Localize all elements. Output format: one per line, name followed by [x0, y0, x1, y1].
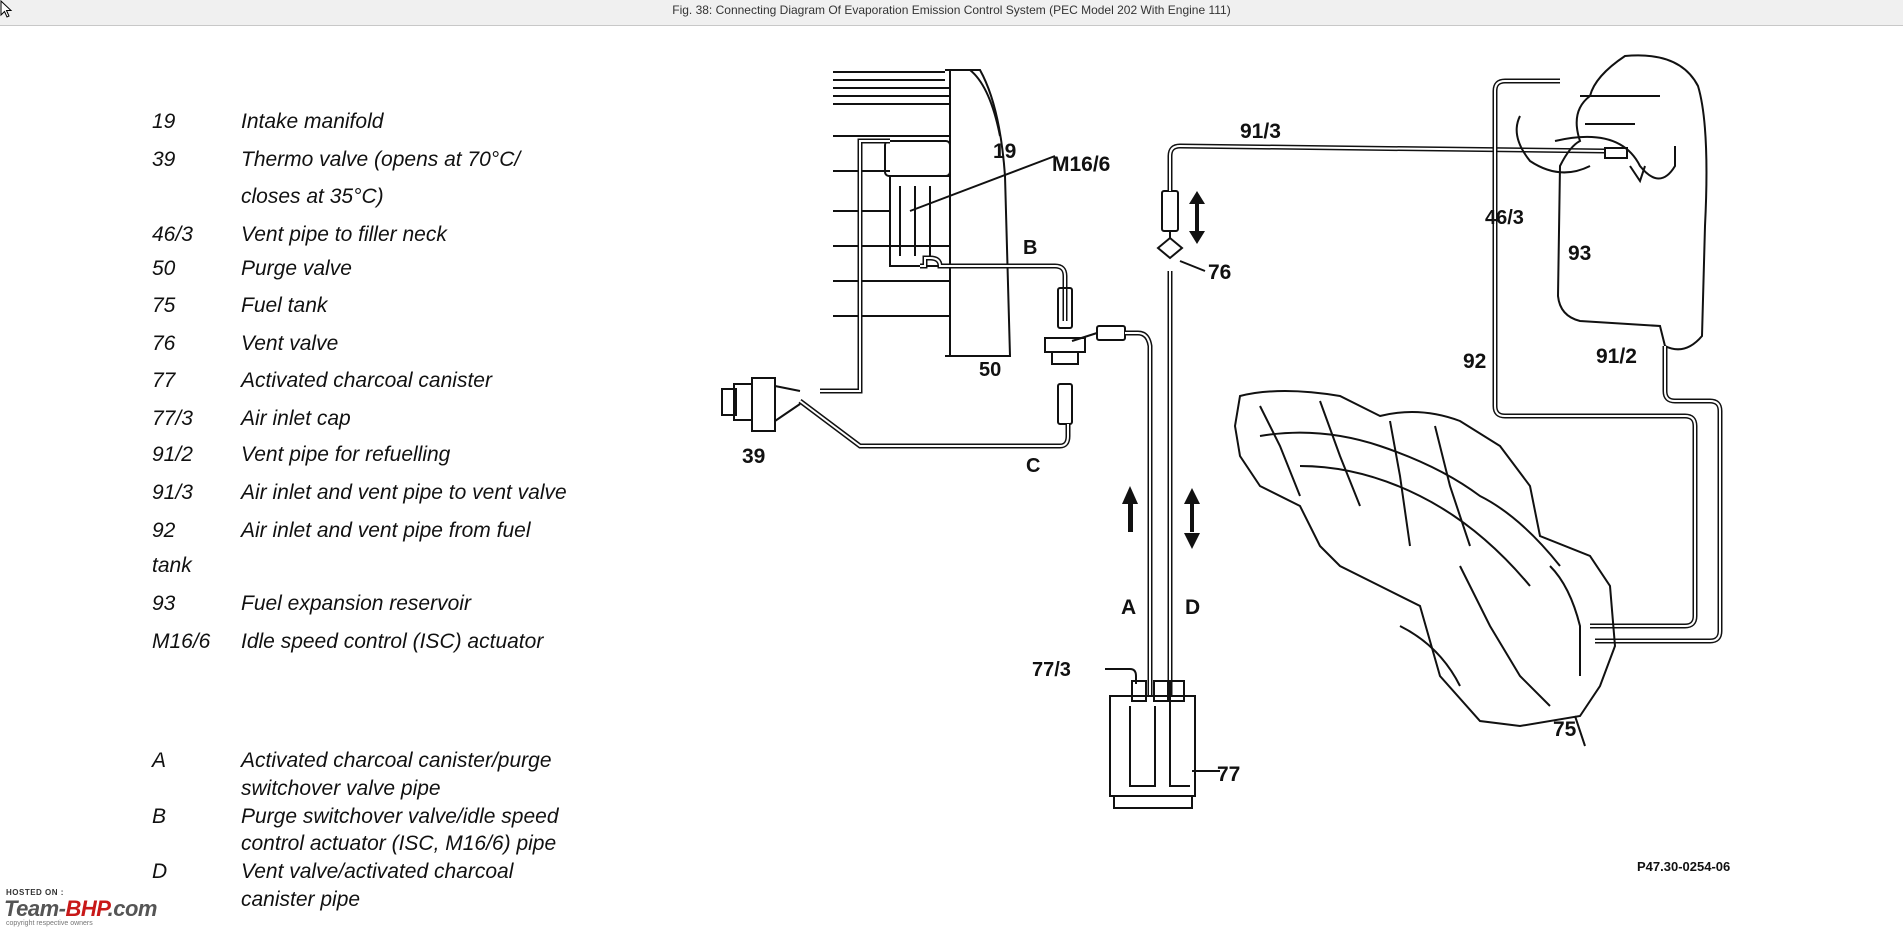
pipe-b: [920, 255, 1068, 321]
legend-desc: Air inlet and vent pipe to vent valve: [241, 481, 567, 504]
hosted-on-label: HOSTED ON :: [6, 888, 64, 897]
pipe-legend-code: B: [152, 805, 167, 828]
label-d: D: [1185, 596, 1200, 619]
label-93: 93: [1568, 242, 1591, 265]
legend-code: 77: [152, 369, 176, 392]
label-76: 76: [1208, 261, 1231, 284]
label-77-3: 77/3: [1032, 659, 1071, 681]
pipe-legend-desc-continued: switchover valve pipe: [241, 777, 441, 800]
legend-code: 76: [152, 332, 176, 355]
window-title: Fig. 38: Connecting Diagram Of Evaporati…: [672, 3, 1231, 17]
pipe-91-2: [1595, 346, 1723, 644]
pipe-legend-desc: Purge switchover valve/idle speed: [241, 805, 559, 828]
pipe-legend-code: A: [152, 749, 167, 772]
legend-code: 92: [152, 519, 176, 542]
label-50: 50: [979, 359, 1001, 381]
pipe-a-flow-arrow-icon: [1122, 486, 1138, 532]
copyright-notice: copyright respective owners: [6, 920, 93, 927]
brand-name: Team-BHP.com: [4, 896, 157, 922]
pipe-d-flow-arrow-icon: [1184, 488, 1200, 549]
label-46-3: 46/3: [1485, 207, 1524, 229]
charcoal-canister-drawing: [1109, 680, 1220, 809]
legend-desc: Thermo valve (opens at 70°C/: [241, 148, 521, 171]
legend-desc: Air inlet cap: [241, 407, 351, 430]
label-77: 77: [1217, 763, 1240, 786]
purge-valve-drawing: [1044, 287, 1126, 425]
label-91-3: 91/3: [1240, 120, 1281, 143]
pipe-91-3: [1167, 143, 1606, 191]
legend-desc: Vent pipe to filler neck: [241, 223, 447, 246]
label-39: 39: [742, 445, 765, 468]
legend-code: M16/6: [152, 630, 211, 653]
legend-code: 46/3: [152, 223, 193, 246]
title-bar: Fig. 38: Connecting Diagram Of Evaporati…: [0, 0, 1903, 26]
thermo-valve-drawing: [721, 377, 801, 432]
air-inlet-cap-drawing: [1105, 668, 1137, 684]
team-bhp-watermark-logo: HOSTED ON : Team-BHP.com copyright respe…: [4, 888, 204, 928]
legend-desc-continued: closes at 35°C): [241, 185, 384, 208]
mouse-cursor-icon: [0, 0, 13, 18]
legend-code: 93: [152, 592, 176, 615]
legend-code: 75: [152, 294, 176, 317]
label-a: A: [1121, 596, 1136, 619]
pipe-legend-code: D: [152, 860, 168, 883]
pipe-c: [798, 399, 1071, 449]
legend-desc: Vent pipe for refuelling: [241, 443, 451, 466]
fuel-tank-drawing: [1233, 390, 1617, 747]
label-19: 19: [993, 140, 1016, 163]
legend-desc: Activated charcoal canister: [241, 369, 492, 392]
label-91-2: 91/2: [1596, 345, 1637, 368]
brand-team: Team-: [4, 896, 66, 921]
pipe-legend-desc-continued: control actuator (ISC, M16/6) pipe: [241, 832, 557, 855]
legend-code: 19: [152, 110, 176, 133]
expansion-reservoir-drawing: [1515, 54, 1708, 351]
legend-desc: Purge valve: [241, 257, 352, 280]
legend-desc: Intake manifold: [241, 110, 384, 133]
pipe-legend-desc-continued: canister pipe: [241, 888, 361, 911]
label-m16-6: M16/6: [1052, 153, 1110, 176]
flow-arrows: [1122, 191, 1205, 549]
legend-code: 50: [152, 257, 176, 280]
label-75: 75: [1553, 718, 1577, 741]
legend-desc: Air inlet and vent pipe from fuel: [241, 519, 531, 542]
image-viewer-canvas: 19 Intake manifold 39 Thermo valve (open…: [0, 26, 1903, 927]
vacuum-pipe-thermo: [820, 138, 890, 394]
label-92: 92: [1463, 350, 1486, 373]
legend-code: 91/3: [152, 481, 193, 504]
pipe-legend-desc: Vent valve/activated charcoal: [241, 860, 514, 883]
legend-desc: Fuel tank: [241, 294, 328, 317]
legend-desc: Vent valve: [241, 332, 339, 355]
legend-desc-continued: tank: [152, 554, 192, 577]
legend-code: 91/2: [152, 443, 193, 466]
legend-desc: Fuel expansion reservoir: [241, 592, 471, 615]
label-b: B: [1023, 237, 1037, 259]
figure-reference-code: P47.30-0254-06: [1637, 859, 1730, 874]
legend-code: 39: [152, 148, 176, 171]
evap-emission-diagram: 19 M16/6 B 50 39 C A D 77/3 77 91/3 76 4…: [721, 54, 1730, 874]
label-c: C: [1026, 455, 1040, 477]
brand-suffix: .com: [107, 896, 158, 921]
brand-bhp: BHP: [65, 896, 108, 921]
vent-valve-flow-arrow-icon: [1189, 191, 1205, 244]
legend-code: 77/3: [152, 407, 193, 430]
pipe-legend-desc: Activated charcoal canister/purge: [241, 749, 552, 772]
component-legend: 19 Intake manifold 39 Thermo valve (open…: [0, 26, 700, 926]
legend-desc: Idle speed control (ISC) actuator: [241, 630, 544, 653]
